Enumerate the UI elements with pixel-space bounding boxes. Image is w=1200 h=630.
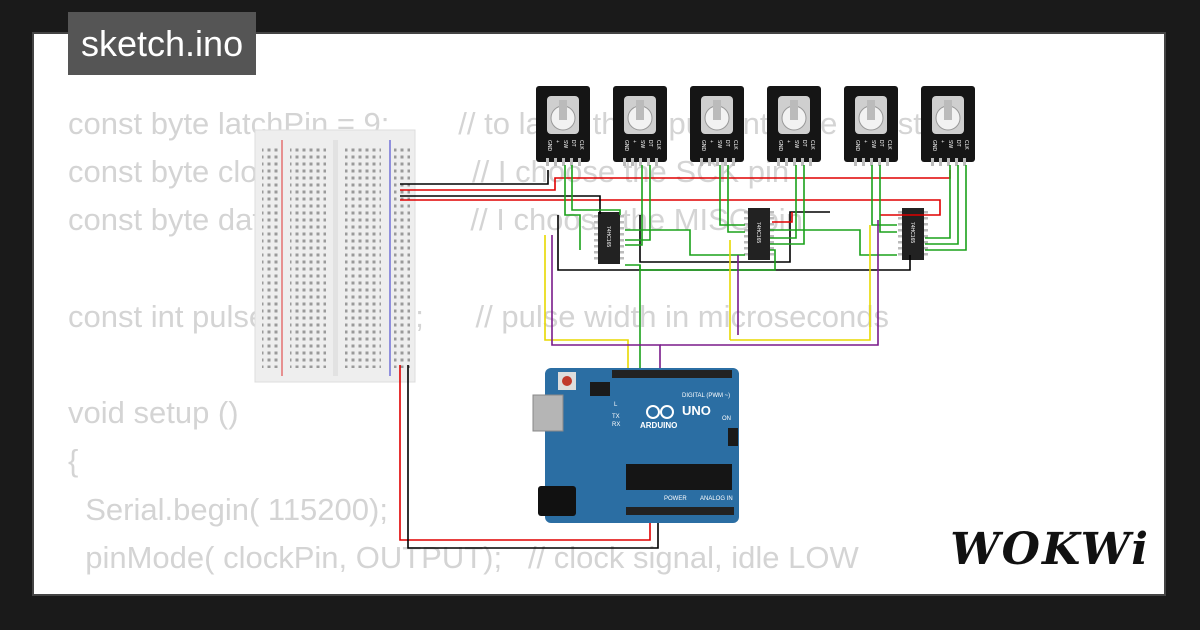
encoder-pin-label: CLK	[963, 140, 969, 150]
encoder-pin-label: +	[939, 140, 945, 143]
encoder-pin-label: +	[862, 140, 868, 143]
wire-green[interactable]	[925, 165, 959, 245]
encoder-pin-label: DT	[878, 140, 884, 147]
encoder-pin-label: +	[631, 140, 637, 143]
wire-red[interactable]	[399, 365, 651, 541]
code-line: Serial.begin( 115200);	[68, 491, 388, 527]
power-header-label: POWER	[664, 496, 687, 502]
shift-register-label: 74HC165	[909, 222, 915, 243]
encoder-pin-label: CLK	[578, 140, 584, 150]
shift-register-chip[interactable]: 74HC165	[594, 212, 624, 264]
wire-green[interactable]	[564, 165, 581, 250]
wire-red[interactable]	[772, 212, 793, 223]
sketch-filename-badge[interactable]: sketch.ino	[68, 12, 257, 75]
shift-register-label: 74HC165	[755, 222, 761, 243]
encoder-pin-label: SW	[793, 140, 799, 148]
wire-black[interactable]	[407, 365, 659, 549]
encoder-pin-label: SW	[870, 140, 876, 148]
encoder-pin-label: SW	[562, 140, 568, 148]
encoder-pin-label: GND	[700, 140, 706, 152]
wire-green[interactable]	[879, 165, 897, 233]
wire-red[interactable]	[400, 199, 941, 216]
wire-purple[interactable]	[551, 235, 661, 370]
encoder-pin-label: DT	[724, 140, 730, 147]
encoder-pin-label: GND	[623, 140, 629, 152]
wire-green[interactable]	[719, 165, 745, 226]
wire-group	[399, 165, 967, 549]
encoder-pin-label: +	[554, 140, 560, 143]
arduino-model-label: UNO	[682, 403, 711, 418]
shift-register-label: 74HC165	[605, 226, 611, 247]
code-line: void setup ()	[68, 395, 239, 431]
encoder-pin-label: GND	[931, 140, 937, 152]
wire-green[interactable]	[625, 165, 651, 241]
encoder-pin-label: SW	[947, 140, 953, 148]
arduino-uno-board[interactable]: UNO ARDUINO DIGITAL (PWM ~) POWER ANALOG…	[532, 368, 739, 523]
wire-yellow[interactable]	[544, 235, 629, 370]
wire-green[interactable]	[871, 165, 897, 226]
wire-green[interactable]	[925, 165, 967, 251]
shift-register-chip[interactable]: 74HC165	[744, 208, 774, 260]
rx-led-label: RX	[612, 422, 620, 428]
code-line: pinMode( latchPin, OUTPUT); // latch (co…	[68, 582, 1122, 594]
wire-green[interactable]	[727, 165, 745, 233]
encoder-pin-label: CLK	[732, 140, 738, 150]
encoder-pin-label: +	[708, 140, 714, 143]
wire-black[interactable]	[400, 195, 601, 214]
encoder-pin-label: DT	[647, 140, 653, 147]
wire-green[interactable]	[625, 165, 643, 246]
encoder-pin-label: DT	[801, 140, 807, 147]
tx-led-label: TX	[612, 414, 620, 420]
encoder-pin-label: GND	[777, 140, 783, 152]
breadboard[interactable]	[254, 129, 416, 383]
encoder-pin-label: CLK	[809, 140, 815, 150]
wokwi-logo: WOKWi	[950, 524, 1150, 575]
analog-header-label: ANALOG IN	[700, 496, 733, 502]
shift-register-chip[interactable]: 74HC165	[898, 208, 928, 260]
wire-green[interactable]	[625, 229, 745, 256]
encoder-pin-label: CLK	[655, 140, 661, 150]
encoder-pin-label: GND	[854, 140, 860, 152]
wire-black[interactable]	[400, 170, 549, 185]
shift-register-group: 74HC165 74HC165 74HC165	[594, 208, 928, 264]
encoder-pin-label: GND	[546, 140, 552, 152]
encoder-pin-label: +	[785, 140, 791, 143]
encoder-pin-label: SW	[639, 140, 645, 148]
wire-green[interactable]	[571, 165, 621, 215]
l-led-label: L	[614, 402, 618, 408]
arduino-brand-label: ARDUINO	[640, 421, 677, 430]
wire-yellow[interactable]	[730, 225, 871, 341]
wire-purple[interactable]	[660, 220, 879, 346]
encoder-pin-label: DT	[570, 140, 576, 147]
wire-green[interactable]	[770, 165, 797, 239]
encoder-pin-label: SW	[716, 140, 722, 148]
code-line: pinMode( clockPin, OUTPUT); // clock sig…	[68, 539, 859, 575]
digital-header-label: DIGITAL (PWM ~)	[682, 393, 730, 399]
on-led-label: ON	[722, 416, 731, 422]
code-line: {	[68, 443, 79, 479]
wire-green[interactable]	[625, 249, 776, 271]
wire-green[interactable]	[925, 165, 951, 239]
encoder-pin-label: DT	[955, 140, 961, 147]
wire-red[interactable]	[400, 170, 951, 191]
wire-green[interactable]	[770, 165, 805, 245]
encoder-pin-label: CLK	[886, 140, 892, 150]
